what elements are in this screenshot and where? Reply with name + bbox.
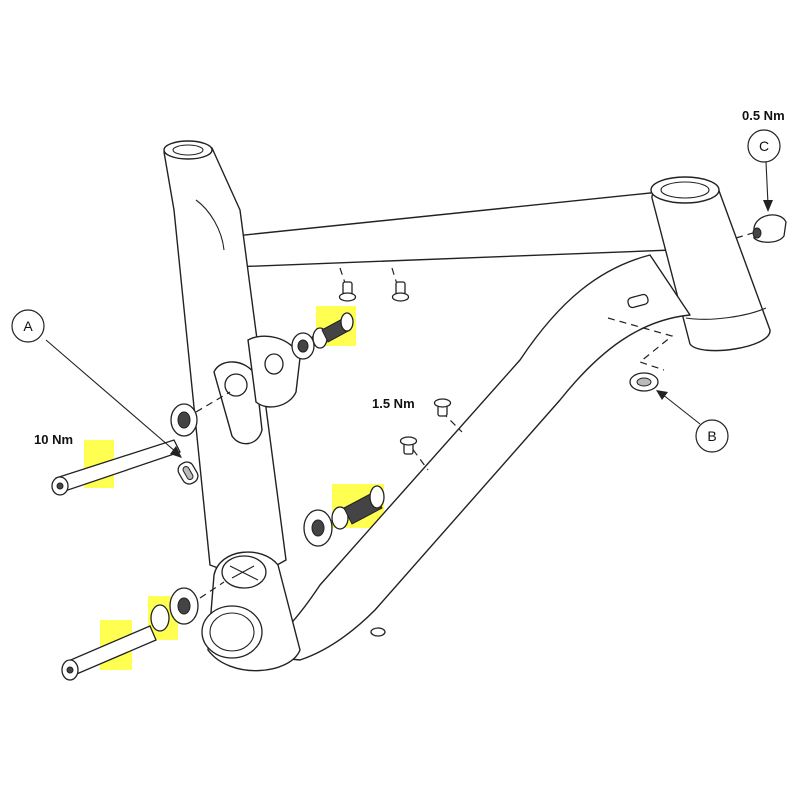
head-tube	[651, 180, 771, 352]
head-tube-top	[650, 176, 720, 204]
callout-c: C	[747, 129, 781, 163]
rocker-mount-hole	[224, 373, 248, 397]
torque-label-a: 10 Nm	[34, 432, 73, 447]
main-pivot-washer	[150, 604, 170, 632]
rivet-4	[399, 436, 418, 455]
rocker-bearing-inner	[177, 411, 191, 429]
rocker-axle-socket	[56, 482, 64, 490]
seat-tube-inner	[172, 144, 204, 156]
arrow-b-line	[661, 393, 701, 425]
lower-bearing-inner	[311, 519, 325, 537]
rivet-1	[338, 281, 357, 302]
torque-label-mid: 1.5 Nm	[372, 396, 415, 411]
upper-shock-hardware	[291, 312, 354, 360]
cable-port-c	[752, 214, 787, 243]
rivet-3	[433, 398, 452, 417]
port-b-grommet-hole	[636, 377, 652, 387]
bottom-bracket-inner	[209, 612, 255, 652]
cable-port-lower	[370, 627, 386, 637]
arrow-b-head	[656, 390, 668, 400]
rocker-pivot-hardware	[51, 403, 199, 496]
head-tube-band	[685, 307, 767, 320]
main-pivot-bearing-inner	[177, 597, 191, 615]
port-c-guide-end	[752, 227, 762, 239]
seat-tube-top	[163, 140, 213, 160]
dash-port-b	[607, 317, 674, 371]
bottle-rivets	[338, 281, 452, 455]
lower-link-hardware	[303, 485, 385, 547]
top-tube	[195, 191, 673, 269]
callout-a-letter: A	[23, 318, 33, 334]
shock-mount-hole	[264, 353, 284, 375]
arrow-c-head	[763, 200, 773, 212]
head-tube-inner	[660, 181, 710, 199]
lower-bolt-head	[369, 485, 385, 509]
torque-label-c: 0.5 Nm	[742, 108, 785, 123]
callout-b: B	[695, 419, 729, 453]
lower-washer	[331, 506, 349, 530]
rivet-2	[391, 281, 410, 302]
rocker-axle	[55, 439, 181, 493]
bike-frame	[163, 140, 771, 672]
callout-arrows	[45, 161, 773, 458]
lower-pivot-detail	[229, 565, 259, 581]
main-pivot-hardware	[61, 587, 199, 681]
cable-port-b	[627, 293, 659, 392]
port-c-guide	[753, 214, 787, 243]
callout-a: A	[11, 309, 45, 343]
arrow-a-line	[45, 339, 177, 453]
shock-bearing-inner	[297, 339, 309, 353]
shock-bolt-head	[340, 312, 354, 332]
dash-pivot-upper	[195, 391, 231, 413]
bottom-bracket-shell	[201, 605, 263, 659]
arrow-c-line	[765, 161, 769, 205]
dash-upper-bolts	[339, 267, 401, 295]
rocker-insert-slot	[182, 466, 194, 480]
arrow-a-head	[170, 446, 182, 458]
seat-tube-gusset	[195, 199, 225, 251]
callout-c-letter: C	[759, 138, 769, 154]
main-pivot-axle-socket	[66, 666, 74, 674]
port-b-insert	[627, 293, 649, 309]
callout-b-letter: B	[707, 428, 716, 444]
